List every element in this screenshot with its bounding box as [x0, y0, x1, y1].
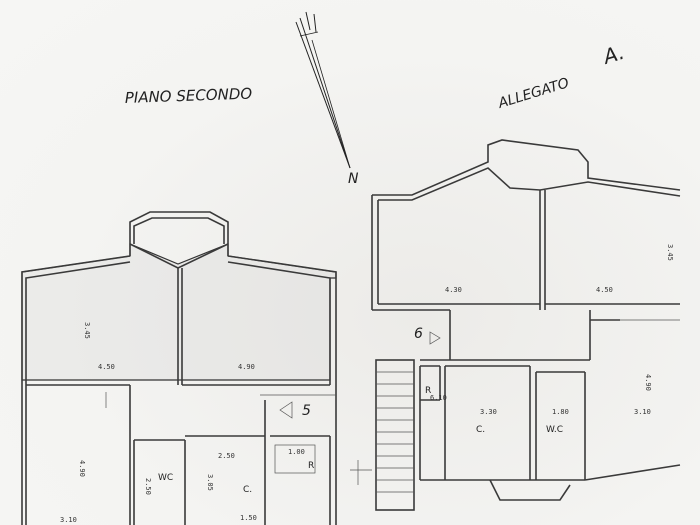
dim-330: 3.30 [480, 408, 497, 416]
room-r-left: R [308, 461, 314, 471]
staircase [350, 359, 415, 511]
room-wc-right: W.C [546, 425, 563, 435]
dim-left-490: 4.90 [238, 363, 255, 371]
north-label: N [348, 171, 359, 187]
room-c-right: C. [476, 425, 485, 435]
dim-right-490: 4.90 [644, 374, 652, 391]
dim-right-310: 3.10 [634, 408, 651, 416]
room-r-right: R [425, 386, 431, 396]
floor-title: PIANO SECONDO [125, 85, 253, 107]
dim-left-490-v: 4.90 [78, 460, 86, 477]
dim-c-250: 2.50 [218, 452, 235, 460]
dim-wc-250: 2.50 [144, 478, 152, 495]
dim-180: 1.80 [552, 408, 569, 416]
dim-610: 6.10 [430, 394, 447, 402]
north-arrow-icon [295, 11, 351, 169]
dim-150: 1.50 [240, 514, 257, 522]
attachment-label: ALLEGATO [496, 75, 571, 112]
dim-right-345: 3.45 [666, 244, 674, 261]
left-unit [21, 211, 337, 525]
dim-right-450: 4.50 [596, 286, 613, 294]
marker-6: 6 [414, 326, 423, 342]
dim-430: 4.30 [445, 286, 462, 294]
right-unit [371, 139, 681, 501]
dim-left-345: 3.45 [83, 322, 91, 339]
room-c-left: C. [243, 485, 252, 495]
marker-5: 5 [302, 403, 311, 419]
dim-305: 3.05 [206, 474, 214, 491]
dim-left-310: 3.10 [60, 516, 77, 524]
dim-left-450: 4.50 [98, 363, 115, 371]
dim-100: 1.00 [288, 448, 305, 456]
attachment-letter: A. [599, 40, 627, 70]
room-wc-left: WC [158, 473, 173, 483]
